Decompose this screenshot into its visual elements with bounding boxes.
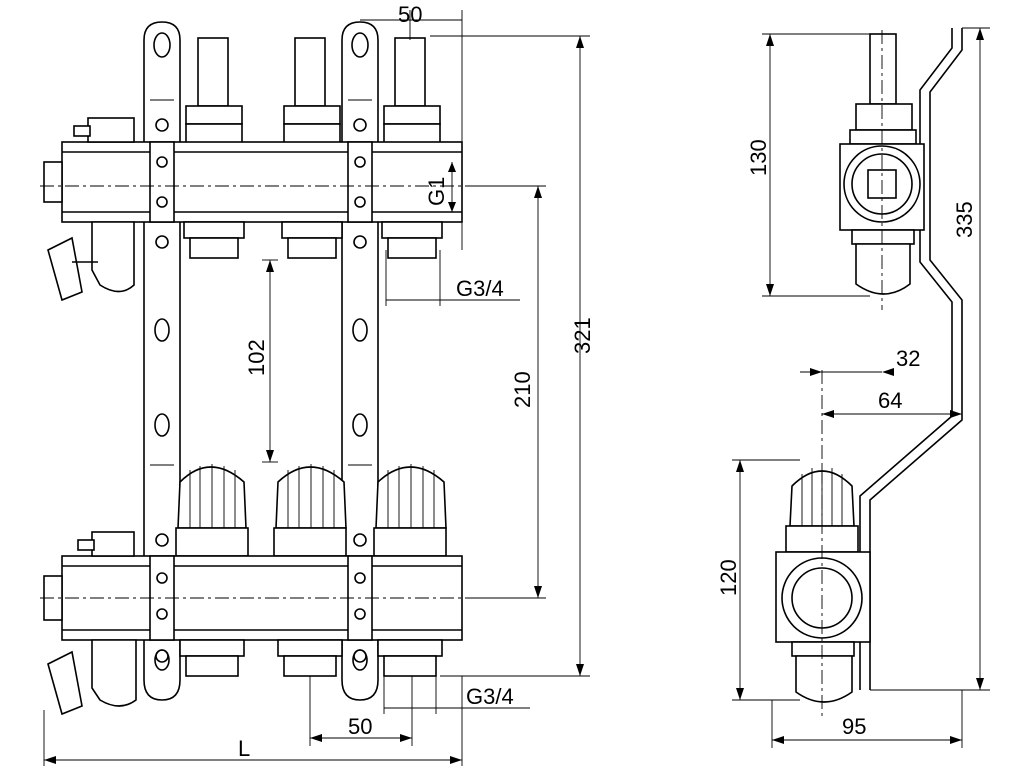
side-view: 130 335 32 64 120 95 (716, 27, 990, 748)
pitch-top-label: 50 (398, 2, 422, 27)
side-32-label: 32 (896, 346, 920, 371)
wall-bracket (869, 28, 963, 690)
front-dimensions (43, 10, 590, 766)
bracket-left (143, 21, 181, 701)
height-102-label: 102 (244, 339, 269, 376)
side-64-label: 64 (878, 388, 902, 413)
top-return-outlets (183, 221, 443, 259)
top-valves (47, 117, 135, 302)
side-lower-assembly (775, 370, 871, 720)
side-130-label: 130 (746, 139, 771, 176)
side-335-label: 335 (952, 201, 977, 238)
height-210-label: 210 (510, 371, 535, 408)
thread-outlet-bottom-label: G3/4 (466, 684, 514, 709)
pitch-bottom-label: 50 (348, 714, 372, 739)
bracket-right (341, 21, 379, 701)
side-dimensions (732, 27, 990, 748)
thread-main-label: G1 (424, 177, 449, 206)
bottom-manifold-bar (40, 533, 540, 663)
height-321-label: 321 (570, 317, 595, 354)
bottom-valves (47, 531, 137, 716)
side-120-label: 120 (716, 559, 741, 596)
bottom-return-outlets (179, 639, 443, 677)
front-view: 50 G1 G3/4 102 210 321 G3/4 50 L (40, 2, 595, 766)
side-upper-assembly (839, 30, 925, 310)
side-95-label: 95 (842, 714, 866, 739)
thread-outlet-top-label: G3/4 (456, 276, 504, 301)
top-outlets (185, 37, 441, 145)
top-manifold-bar (40, 118, 540, 249)
valve-caps (175, 464, 447, 557)
length-label: L (238, 736, 250, 761)
